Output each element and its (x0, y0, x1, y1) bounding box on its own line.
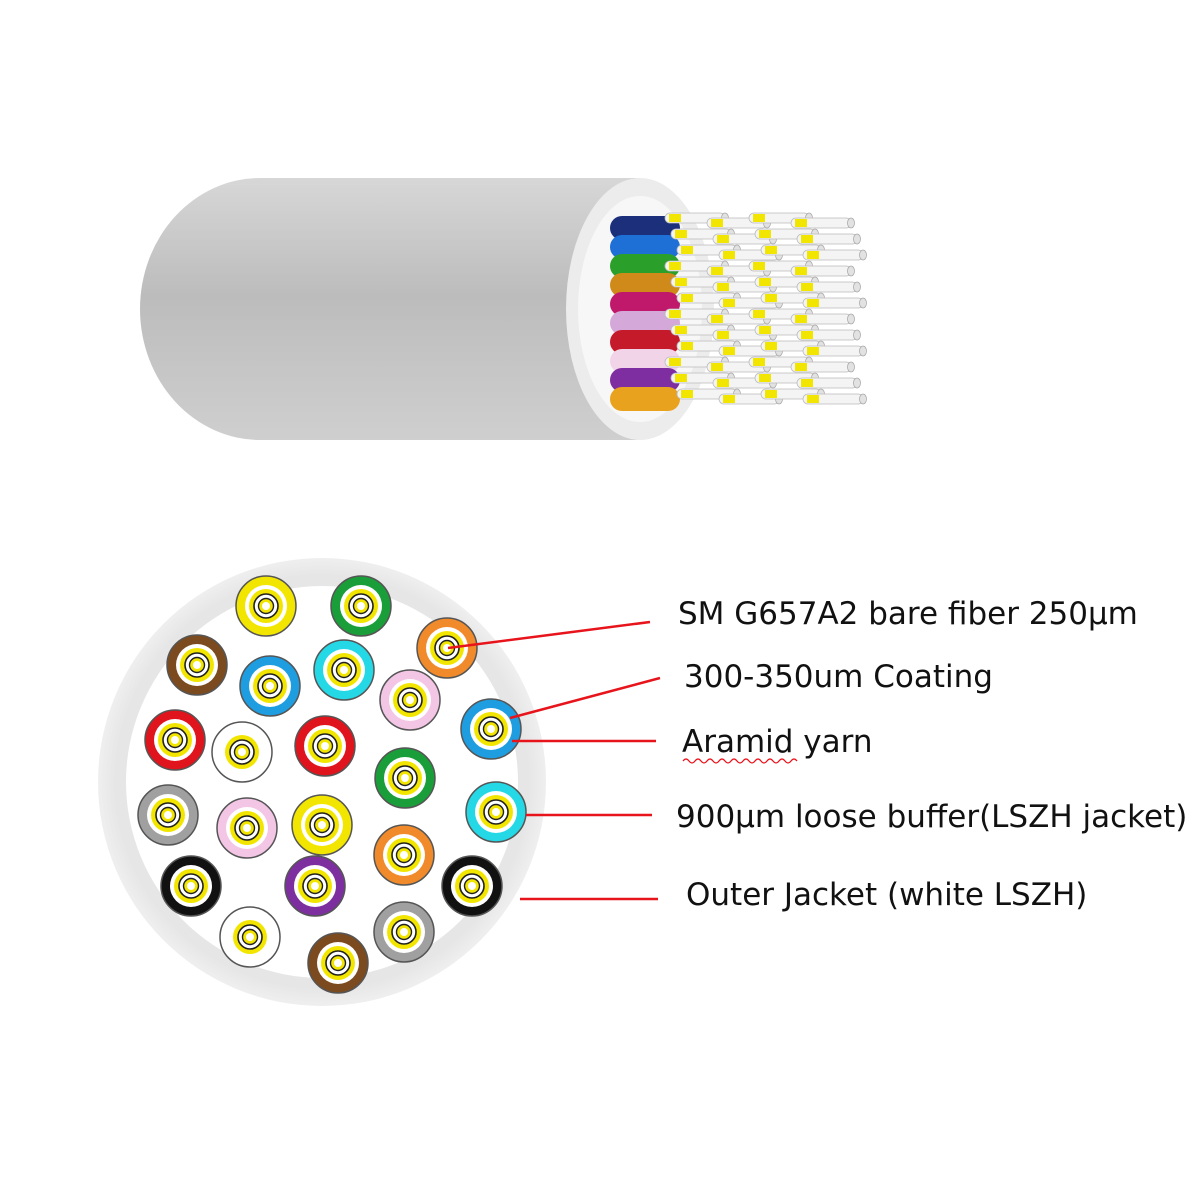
tight-buffer-fiber (137, 784, 199, 846)
callout-line-bare-fiber (447, 620, 651, 650)
tight-buffer-fiber (373, 901, 435, 963)
tight-buffer-fiber (216, 797, 278, 859)
tight-buffer-fiber (373, 824, 435, 886)
tight-buffer-fiber (374, 747, 436, 809)
callout-labels: SM G657A2 bare fiber 250μm 300-350um Coa… (676, 596, 1187, 913)
bundle-fiber-strand (796, 377, 861, 389)
bundle-buffer-tube (610, 235, 680, 259)
bundle-fiber-strand (802, 393, 867, 405)
bundle-fiber-strand (796, 329, 861, 341)
tight-buffer-fiber (235, 575, 297, 637)
label-loose-buffer: 900μm loose buffer(LSZH jacket) (676, 799, 1187, 835)
tight-buffer-fiber (307, 932, 369, 994)
tight-buffer-fiber (239, 655, 301, 717)
tight-buffer-fiber (416, 617, 478, 679)
bundle-fiber-strand (790, 313, 855, 325)
bundle-buffer-tube (610, 349, 680, 373)
label-coating: 300-350um Coating (684, 659, 993, 695)
tight-buffer-fiber (313, 639, 375, 701)
tight-buffer-fiber (379, 669, 441, 731)
bundle-buffer-tube (610, 273, 680, 297)
tight-buffer-fiber (330, 575, 392, 637)
label-aramid-yarn: Aramid yarn (682, 724, 872, 760)
bundle-buffer-tube (610, 387, 680, 411)
tight-buffer-fiber (291, 794, 353, 856)
cable-body (140, 178, 640, 440)
tight-buffer-fiber (166, 634, 228, 696)
bundle-buffer-tube (610, 368, 680, 392)
bundle-buffer-tube (610, 216, 680, 240)
label-bare-fiber: SM G657A2 bare fiber 250μm (678, 596, 1138, 632)
protruding-fiber-bundle (610, 212, 867, 411)
tight-buffer-fiber (294, 715, 356, 777)
bundle-fiber-strand (802, 345, 867, 357)
cable-cross-section (98, 558, 546, 1006)
tight-buffer-fiber (441, 855, 503, 917)
tight-buffer-fiber (160, 855, 222, 917)
bundle-fiber-strand (790, 217, 855, 229)
bundle-fiber-strand (796, 233, 861, 245)
bundle-fiber-strand (790, 265, 855, 277)
tight-buffer-fiber (219, 906, 281, 968)
label-outer-jacket: Outer Jacket (white LSZH) (686, 877, 1087, 913)
tight-buffer-fiber (284, 855, 346, 917)
callout-line-coating (509, 676, 661, 720)
cable-3d-illustration (140, 178, 867, 440)
bundle-fiber-strand (802, 297, 867, 309)
bundle-fiber-strand (790, 361, 855, 373)
bundle-buffer-tube (610, 330, 680, 354)
bundle-buffer-tube (610, 254, 680, 278)
tight-buffer-fiber (144, 709, 206, 771)
tight-buffer-fiber (211, 721, 273, 783)
bundle-fiber-strand (796, 281, 861, 293)
tight-buffer-fiber (465, 781, 527, 843)
callout-lines (447, 620, 661, 901)
spellcheck-squiggle (682, 758, 798, 764)
tight-buffer-fiber (460, 698, 522, 760)
bundle-buffer-tube (610, 292, 680, 316)
tight-buffer-group (137, 575, 527, 994)
bundle-buffer-tube (610, 311, 680, 335)
bundle-fiber-strand (802, 249, 867, 261)
